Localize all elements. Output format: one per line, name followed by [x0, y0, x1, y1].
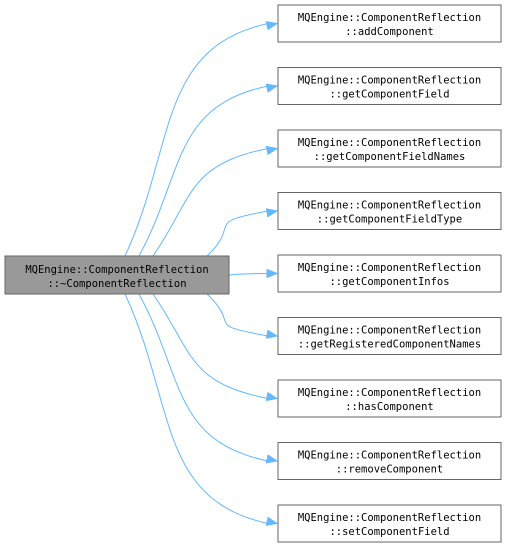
target-node-remove-component[interactable]: MQEngine::ComponentReflection::removeCom…: [277, 442, 502, 480]
arrowhead-remove-component: [265, 454, 279, 464]
edge-to-add-component: [124, 23, 269, 257]
source-node-label-line2: ::~ComponentReflection: [47, 278, 186, 290]
target-node-label-line2: ::addComponent: [345, 26, 434, 38]
target-node-box: [277, 442, 502, 480]
target-node-box: [277, 4, 502, 43]
target-node-label-line2: ::getComponentFieldNames: [314, 151, 466, 163]
target-nodes: MQEngine::ComponentReflection::addCompon…: [277, 4, 502, 543]
edge-to-get-registered-component-names: [206, 293, 269, 337]
target-node-label-line2: ::removeComponent: [336, 464, 443, 476]
arrowhead-get-registered-component-names: [265, 329, 279, 339]
target-node-label-line1: MQEngine::ComponentReflection: [298, 137, 481, 149]
edge-to-remove-component: [138, 293, 269, 462]
arrowhead-get-component-field-type: [265, 208, 279, 218]
target-node-box: [277, 317, 502, 355]
target-node-label-line2: ::setComponentField: [329, 526, 449, 538]
target-node-label-line1: MQEngine::ComponentReflection: [298, 325, 481, 337]
call-edges: [124, 21, 279, 526]
target-node-label-line2: ::getComponentField: [329, 89, 449, 101]
target-node-get-component-field-type[interactable]: MQEngine::ComponentReflection::getCompon…: [277, 192, 502, 230]
target-node-label-line1: MQEngine::ComponentReflection: [298, 512, 481, 524]
target-node-label-line2: ::getRegisteredComponentNames: [298, 339, 481, 351]
edge-to-get-component-field-type: [206, 210, 269, 257]
target-node-get-component-infos[interactable]: MQEngine::ComponentReflection::getCompon…: [277, 254, 502, 293]
target-node-box: [277, 379, 502, 418]
arrowhead-has-component: [265, 391, 279, 402]
target-node-label-line2: ::hasComponent: [345, 401, 434, 413]
target-node-get-registered-component-names[interactable]: MQEngine::ComponentReflection::getRegist…: [277, 317, 502, 355]
target-node-box: [277, 67, 502, 105]
arrowhead-get-component-infos: [266, 268, 279, 279]
target-node-box: [277, 129, 502, 168]
source-node[interactable]: MQEngine::ComponentReflection ::~Compone…: [4, 255, 230, 295]
edge-to-get-component-infos: [228, 273, 269, 276]
source-node-label-line1: MQEngine::ComponentReflection: [25, 264, 208, 276]
target-node-get-component-field[interactable]: MQEngine::ComponentReflection::getCompon…: [277, 67, 502, 105]
target-node-has-component[interactable]: MQEngine::ComponentReflection::hasCompon…: [277, 379, 502, 418]
edge-to-get-component-field: [138, 85, 269, 257]
target-node-box: [277, 192, 502, 230]
target-node-label-line1: MQEngine::ComponentReflection: [298, 75, 481, 87]
arrowhead-get-component-field: [265, 83, 279, 93]
target-node-label-line1: MQEngine::ComponentReflection: [298, 200, 481, 212]
arrowhead-set-component-field: [265, 516, 279, 526]
target-node-add-component[interactable]: MQEngine::ComponentReflection::addCompon…: [277, 4, 502, 43]
target-node-set-component-field[interactable]: MQEngine::ComponentReflection::setCompon…: [277, 504, 502, 543]
edge-to-has-component: [152, 293, 269, 399]
arrowhead-add-component: [265, 21, 279, 31]
target-node-box: [277, 254, 502, 293]
target-node-label-line1: MQEngine::ComponentReflection: [298, 387, 481, 399]
source-node-box: [4, 255, 230, 295]
target-node-label-line2: ::getComponentFieldType: [317, 214, 462, 226]
target-node-label-line1: MQEngine::ComponentReflection: [298, 262, 481, 274]
target-node-label-line1: MQEngine::ComponentReflection: [298, 12, 481, 24]
target-node-label-line2: ::getComponentInfos: [329, 276, 449, 288]
edge-to-set-component-field: [124, 293, 269, 524]
edge-to-get-component-field-names: [152, 148, 269, 257]
target-node-label-line1: MQEngine::ComponentReflection: [298, 450, 481, 462]
target-node-get-component-field-names[interactable]: MQEngine::ComponentReflection::getCompon…: [277, 129, 502, 168]
target-node-box: [277, 504, 502, 543]
arrowhead-get-component-field-names: [265, 145, 279, 156]
